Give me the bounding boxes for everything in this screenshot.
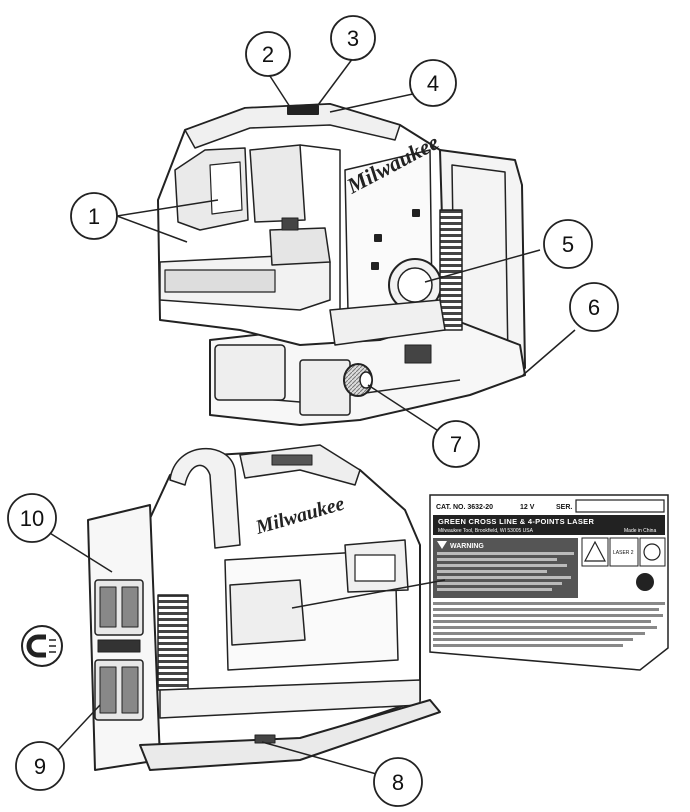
svg-text:3: 3 [347,26,359,51]
svg-text:2: 2 [262,42,274,67]
label-made-in: Made in China [624,528,656,534]
leader-lines [36,57,576,776]
svg-text:8: 8 [392,770,404,795]
label-ser-box [575,499,665,513]
svg-text:5: 5 [562,232,574,257]
label-class: LASER 2 [613,550,634,556]
callout-2: 2 [245,31,291,77]
bottom-base-plate [139,699,441,771]
svg-text:9: 9 [34,754,46,779]
callout-7: 7 [432,420,480,468]
callout-10: 10 [7,493,57,543]
top-laser-unit [157,103,526,426]
label-title-band: GREEN CROSS LINE & 4-POINTS LASER [438,517,594,526]
callout-9: 9 [15,741,65,791]
rear-mount-bracket [87,504,161,771]
svg-text:6: 6 [588,295,600,320]
svg-text:4: 4 [427,71,439,96]
callout-3: 3 [330,15,376,61]
magnet-icon [21,625,63,667]
label-warning-word: WARNING [450,543,484,550]
bottom-laser-unit [87,444,441,771]
svg-text:7: 7 [450,432,462,457]
callout-6: 6 [569,282,619,332]
label-maker-line: Milwaukee Tool, Brookfield, WI 53005 USA [438,528,534,534]
label-cat-no: CAT. NO. 3632-20 [436,504,493,511]
callout-8: 8 [373,757,423,807]
svg-text:1: 1 [88,204,100,229]
label-ser: SER. [556,504,572,511]
callout-4: 4 [409,59,457,107]
svg-text:10: 10 [20,506,44,531]
callout-1: 1 [70,192,118,240]
warning-label: CAT. NO. 3632-20 12 V SER. GREEN CROSS L… [429,494,669,671]
label-voltage: 12 V [520,504,535,511]
callout-5: 5 [543,219,593,269]
